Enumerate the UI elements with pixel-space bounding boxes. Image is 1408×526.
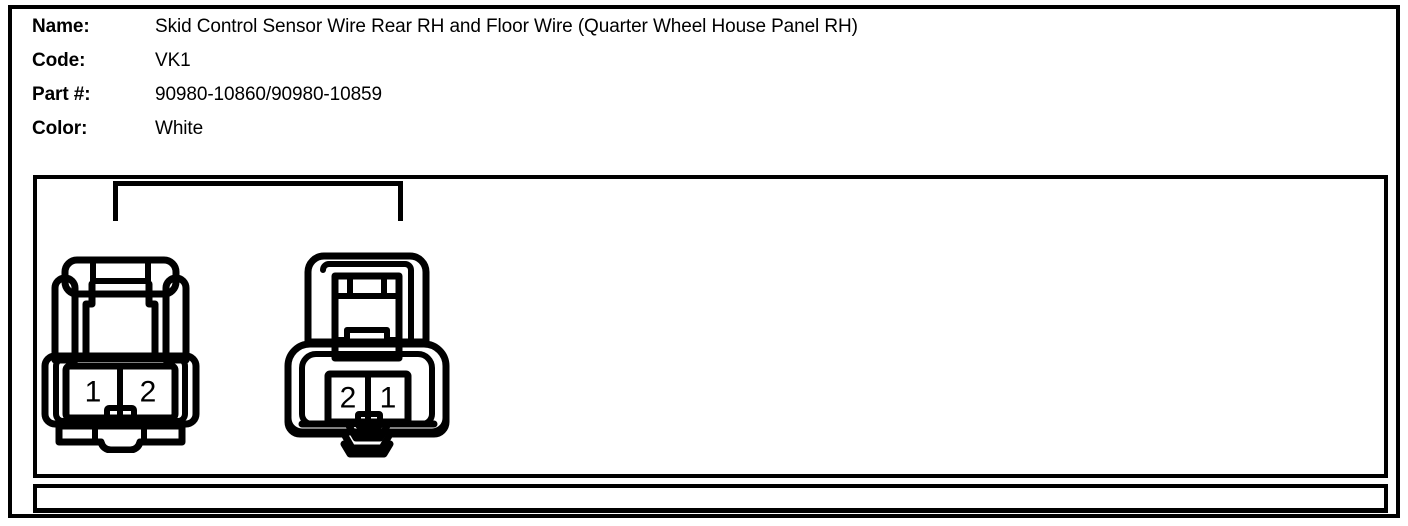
leader-bracket-tick-right: [398, 181, 403, 221]
female-pin-2-label: 2: [140, 376, 157, 409]
spec-row-name: Name: Skid Control Sensor Wire Rear RH a…: [32, 16, 1372, 50]
spec-row-code: Code: VK1: [32, 50, 1372, 84]
spec-value-name: Skid Control Sensor Wire Rear RH and Flo…: [155, 16, 858, 37]
spec-label-color: Color:: [32, 118, 88, 139]
connector-diagram-panel: [33, 175, 1388, 478]
leader-bracket: [113, 181, 403, 221]
spec-row-color: Color: White: [32, 118, 1372, 152]
spec-label-code: Code:: [32, 50, 86, 71]
male-pin-2-label: 2: [340, 382, 357, 415]
female-connector-drawing: 1 2: [33, 248, 208, 453]
spec-value-color: White: [155, 118, 204, 139]
male-pin-1-label: 1: [380, 382, 397, 415]
footer-strip: [33, 484, 1388, 513]
spec-label-part-number: Part #:: [32, 84, 91, 105]
spec-value-code: VK1: [155, 50, 191, 71]
spec-row-part-number: Part #: 90980-10860/90980-10859: [32, 84, 1372, 118]
female-pin-1-label: 1: [85, 376, 102, 409]
spec-label-name: Name:: [32, 16, 90, 37]
outer-frame: [8, 5, 1400, 518]
spec-value-part-number: 90980-10860/90980-10859: [155, 84, 382, 105]
leader-bracket-span: [113, 181, 403, 186]
specification-list: Name: Skid Control Sensor Wire Rear RH a…: [32, 16, 1372, 152]
male-connector-drawing: 2 1: [278, 248, 456, 463]
leader-bracket-tick-left: [113, 181, 118, 221]
